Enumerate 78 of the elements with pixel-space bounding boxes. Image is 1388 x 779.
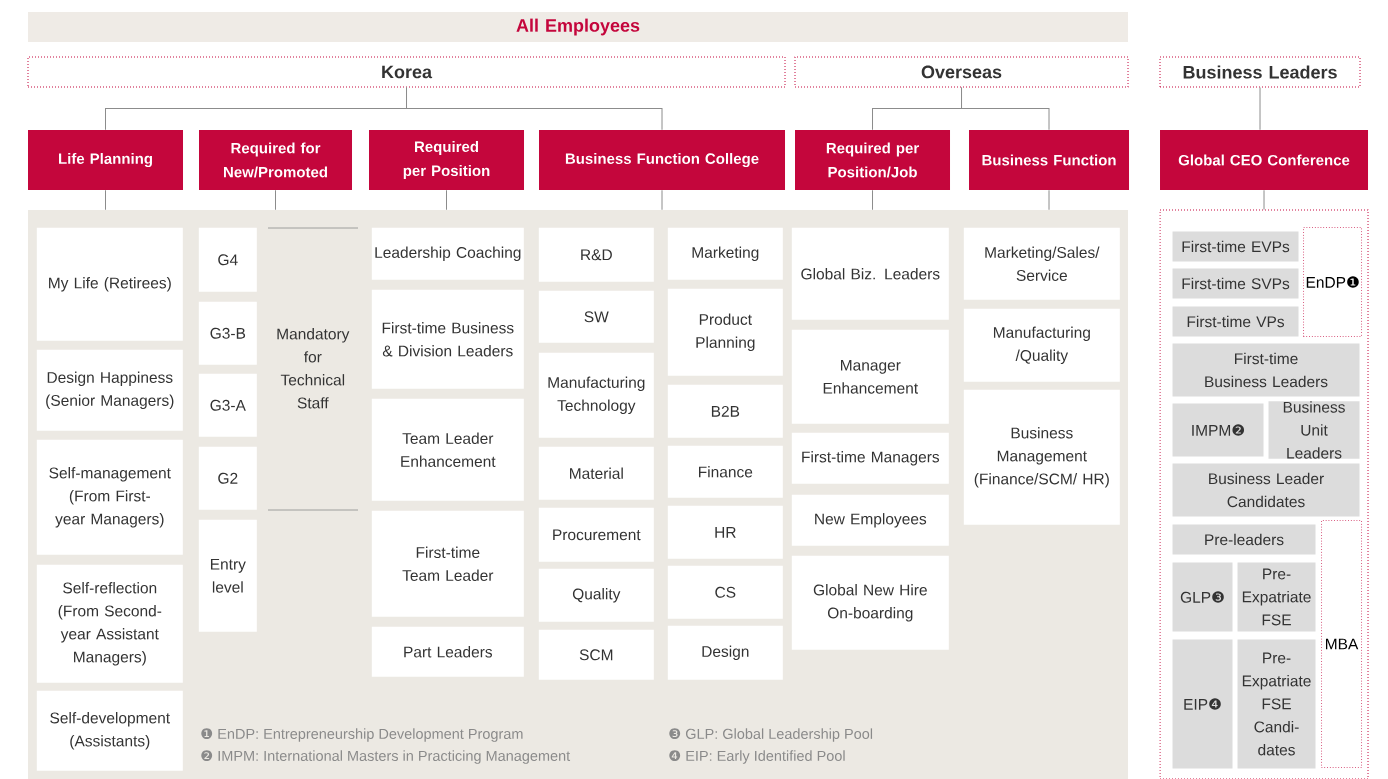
program-box: Product Planning: [667, 288, 783, 376]
connector-line: [961, 87, 1050, 131]
connector-line: [1259, 87, 1261, 131]
program-box: Business Management (Finance/SCM/ HR): [963, 389, 1120, 525]
connector-line: [1263, 189, 1265, 210]
program-box: Self-reflection (From Second-year Assistant Managers): [36, 564, 183, 683]
program-box: B2B: [667, 384, 783, 438]
program-box: First-time Managers: [791, 432, 949, 484]
program-box: First-time EVPs: [1172, 231, 1299, 262]
connector-line: [105, 189, 106, 211]
program-box: G3-B: [198, 301, 257, 365]
footnote: ❶ EnDP: Entrepreneurship Development Program: [201, 728, 523, 742]
program-box: Manufacturing /Quality: [963, 308, 1120, 382]
note-text: Mandatory for Technical Staff: [277, 328, 350, 409]
program-box: First-time Team Leader: [371, 510, 524, 617]
program-box: First-time Business Leaders: [1172, 343, 1360, 397]
category-header: Business Function: [969, 130, 1129, 190]
group-heading: Overseas: [794, 56, 1129, 88]
program-box: Finance: [667, 445, 783, 498]
program-box: New Employees: [791, 494, 949, 546]
program-box: Pre-Expatriate FSE: [1237, 562, 1316, 632]
dotted-box: MBA: [1321, 520, 1362, 768]
connector-line: [446, 189, 447, 211]
program-box: SCM: [538, 629, 654, 680]
program-box: Marketing: [667, 227, 783, 280]
connector-line: [275, 189, 276, 211]
program-box: Self-development (Assistants): [36, 690, 183, 771]
category-header: Global CEO Conference: [1160, 130, 1368, 190]
program-box: Leadership Coaching: [371, 227, 524, 280]
program-box: Pre-leaders: [1172, 524, 1316, 555]
program-box: First-time SVPs: [1172, 268, 1299, 299]
footnote: ❸ GLP: Global Leadership Pool: [669, 728, 873, 742]
program-box: IMPM❷: [1172, 403, 1264, 457]
program-box: Self-management (From First-year Managers): [36, 439, 183, 555]
program-box: CS: [667, 565, 783, 619]
program-box: G4: [198, 227, 257, 292]
program-box: Business Leader Candidates: [1172, 463, 1360, 517]
dotted-box: EnDP❶: [1303, 227, 1362, 337]
program-box: Business Unit Leaders: [1268, 401, 1360, 459]
category-header: Required for New/Promoted: [199, 130, 352, 190]
program-box: Design: [667, 625, 783, 680]
category-header: Business Function College: [539, 130, 785, 190]
program-box: G2: [198, 446, 257, 510]
program-box: GLP❸: [1172, 562, 1233, 632]
program-box: G3-A: [198, 373, 257, 437]
program-box: Part Leaders: [371, 626, 524, 677]
program-box: Marketing/Sales/ Service: [963, 227, 1120, 300]
program-box: Global New Hire On-boarding: [791, 555, 949, 650]
title-banner: All Employees: [28, 12, 1128, 42]
program-box: Quality: [538, 568, 654, 622]
program-box: Entry level: [198, 519, 257, 632]
program-box: First-time Business & Division Leaders: [371, 289, 524, 389]
group-heading: Korea: [27, 56, 786, 88]
program-box: Global Biz. Leaders: [791, 227, 949, 320]
connector-line: [661, 189, 663, 211]
footnote: ❹ EIP: Early Identified Pool: [669, 750, 845, 764]
program-box: Manufacturing Technology: [538, 352, 654, 438]
program-box: Design Happiness (Senior Managers): [36, 349, 183, 431]
program-box: EIP❹: [1172, 639, 1233, 769]
dotted-panel: [1159, 209, 1369, 779]
footnote: ❷ IMPM: International Masters in Practicing Management: [201, 750, 571, 764]
program-box: R&D: [538, 227, 654, 282]
program-box: Team Leader Enhancement: [371, 398, 524, 501]
program-box: Pre-Expatriate FSE Candi-dates: [1237, 639, 1316, 769]
program-box: SW: [538, 290, 654, 343]
program-box: Procurement: [538, 507, 654, 562]
connector-line: [406, 87, 663, 131]
category-header: Required per Position/Job: [795, 130, 950, 190]
connector-line: [1048, 189, 1050, 211]
program-box: HR: [667, 505, 783, 559]
group-heading: Business Leaders: [1159, 56, 1361, 88]
connector-line: [872, 189, 873, 211]
category-header: Required per Position: [369, 130, 524, 190]
program-box: Material: [538, 446, 654, 500]
program-box: My Life (Retirees): [36, 227, 183, 341]
program-box: First-time VPs: [1172, 306, 1299, 337]
program-box: Manager Enhancement: [791, 329, 949, 424]
category-header: Life Planning: [28, 130, 183, 190]
